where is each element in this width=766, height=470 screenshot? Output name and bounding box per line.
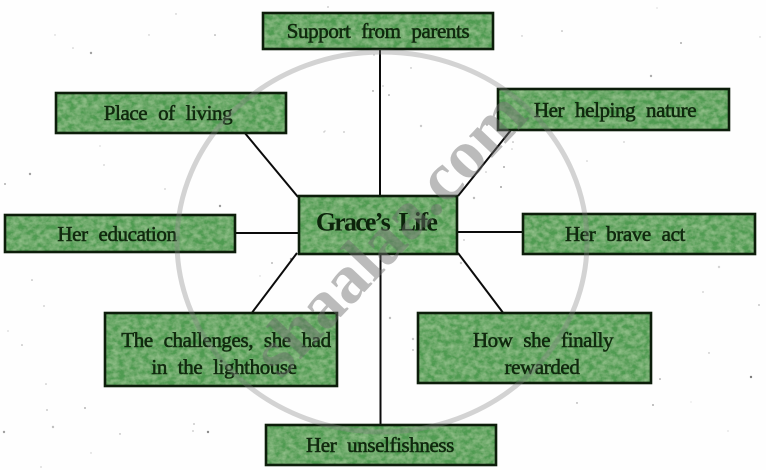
svg-text:Her brave act: Her brave act [565,222,685,246]
svg-text:Grace’s Life: Grace’s Life [316,208,438,237]
svg-text:The challenges, she had: The challenges, she had [121,328,331,352]
svg-text:Her education: Her education [57,222,177,246]
svg-text:Support from parents: Support from parents [287,19,470,43]
svg-text:Place of living: Place of living [104,101,233,125]
svg-text:How she finally: How she finally [473,328,614,352]
svg-text:Her helping nature: Her helping nature [534,98,696,122]
svg-text:rewarded: rewarded [505,355,581,379]
svg-text:in the lighthouse: in the lighthouse [151,355,296,379]
svg-text:Her unselfishness: Her unselfishness [306,433,454,457]
